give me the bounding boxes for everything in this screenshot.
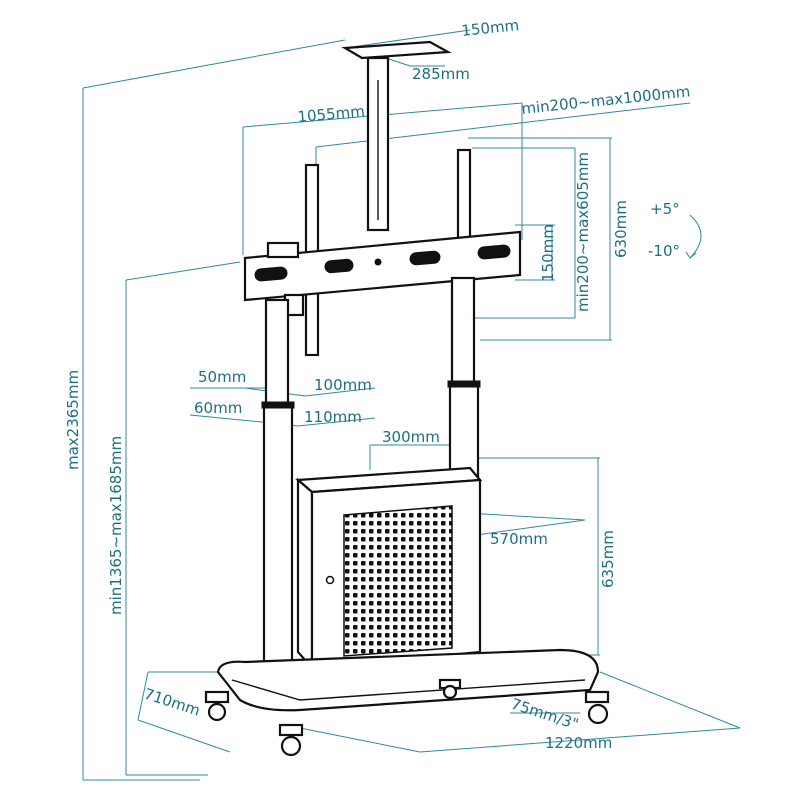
label-total-height: max2365mm [64,370,82,470]
cabinet-side [296,477,314,671]
label-base-depth: 710mm [142,685,203,720]
left-lower-pole [262,403,294,677]
top-shelf-plate [341,40,452,60]
cabinet-lock [325,575,335,585]
label-caster-size: 75mm/3" [509,695,581,734]
label-mount-height: min1365~max1685mm [107,436,125,615]
horizontal-bracket [243,230,522,302]
label-top-plate-width: 285mm [412,65,470,83]
caster-back-center [438,678,462,700]
right-upper-pole [450,276,476,390]
caster-front-left [204,690,230,722]
label-lower-pole-width: 110mm [304,408,362,426]
label-tilt-down: -10° [648,242,680,260]
label-cabinet-width: 570mm [490,530,548,548]
tv-stand [204,40,610,757]
label-tilt-up: +5° [650,200,680,218]
label-base-width: 1220mm [545,734,612,752]
caster-front-center [278,723,304,757]
caster-back-right [584,690,610,725]
label-cabinet-depth: 300mm [382,428,440,446]
label-bracket-height: 630mm [612,200,630,258]
left-upper-pole [264,298,290,412]
label-vesa-vertical: min200~max605mm [574,152,592,312]
label-plate-height: 150mm [539,224,557,282]
label-upper-pole-depth: 50mm [198,368,246,386]
label-cabinet-height: 635mm [599,530,617,588]
label-lower-pole-depth: 60mm [194,399,242,417]
label-top-plate-depth: 150mm [461,16,520,40]
cabinet-mesh-door [343,505,453,657]
label-bracket-width: 1055mm [297,102,366,126]
label-upper-pole-width: 100mm [314,376,372,394]
